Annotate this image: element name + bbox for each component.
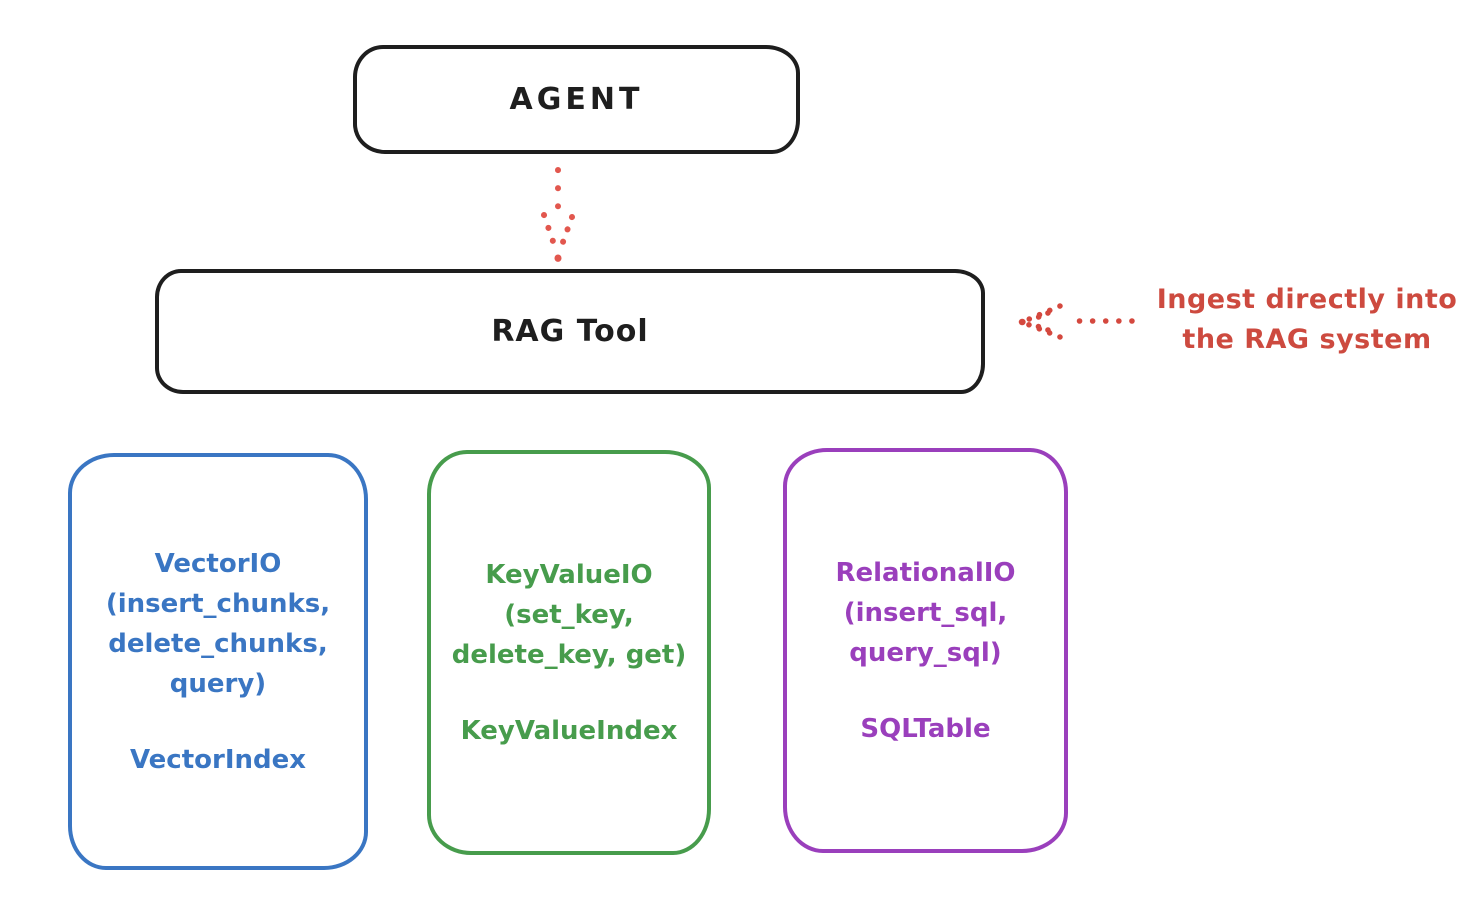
vector-io-methods-line3: query) bbox=[169, 668, 267, 699]
relational-io-box: RelationalIO (insert_sql, query_sql) SQL… bbox=[783, 448, 1068, 853]
vector-io-box: VectorIO (insert_chunks, delete_chunks, … bbox=[68, 453, 368, 870]
key-value-io-methods-line1: (set_key, bbox=[504, 599, 634, 630]
dotted-arrow-left-icon bbox=[1018, 303, 1135, 340]
vector-index-label: VectorIndex bbox=[129, 744, 307, 775]
dotted-arrow-down-icon bbox=[541, 167, 575, 262]
ingest-annotation-line2: the RAG system bbox=[1182, 324, 1432, 355]
vector-io-title: VectorIO bbox=[154, 548, 282, 579]
key-value-io-methods-line2: delete_key, get) bbox=[451, 639, 687, 670]
ingest-annotation-line1: Ingest directly into bbox=[1156, 284, 1458, 315]
key-value-index-label: KeyValueIndex bbox=[460, 715, 678, 746]
vector-io-methods-line1: (insert_chunks, bbox=[105, 588, 331, 619]
vector-io-methods-line2: delete_chunks, bbox=[108, 628, 328, 659]
rag-tool-label: RAG Tool bbox=[491, 314, 649, 349]
relational-io-title: RelationalIO bbox=[835, 557, 1016, 588]
ingest-annotation: Ingest directly into the RAG system bbox=[1133, 280, 1481, 360]
key-value-io-title: KeyValueIO bbox=[485, 559, 653, 590]
agent-box: AGENT bbox=[353, 45, 800, 154]
rag-tool-box: RAG Tool bbox=[155, 269, 985, 394]
relational-io-methods-line1: (insert_sql, bbox=[843, 597, 1008, 628]
sql-table-label: SQLTable bbox=[860, 713, 991, 744]
agent-label: AGENT bbox=[509, 82, 644, 117]
key-value-io-box: KeyValueIO (set_key, delete_key, get) Ke… bbox=[427, 450, 711, 855]
relational-io-methods-line2: query_sql) bbox=[849, 637, 1002, 668]
